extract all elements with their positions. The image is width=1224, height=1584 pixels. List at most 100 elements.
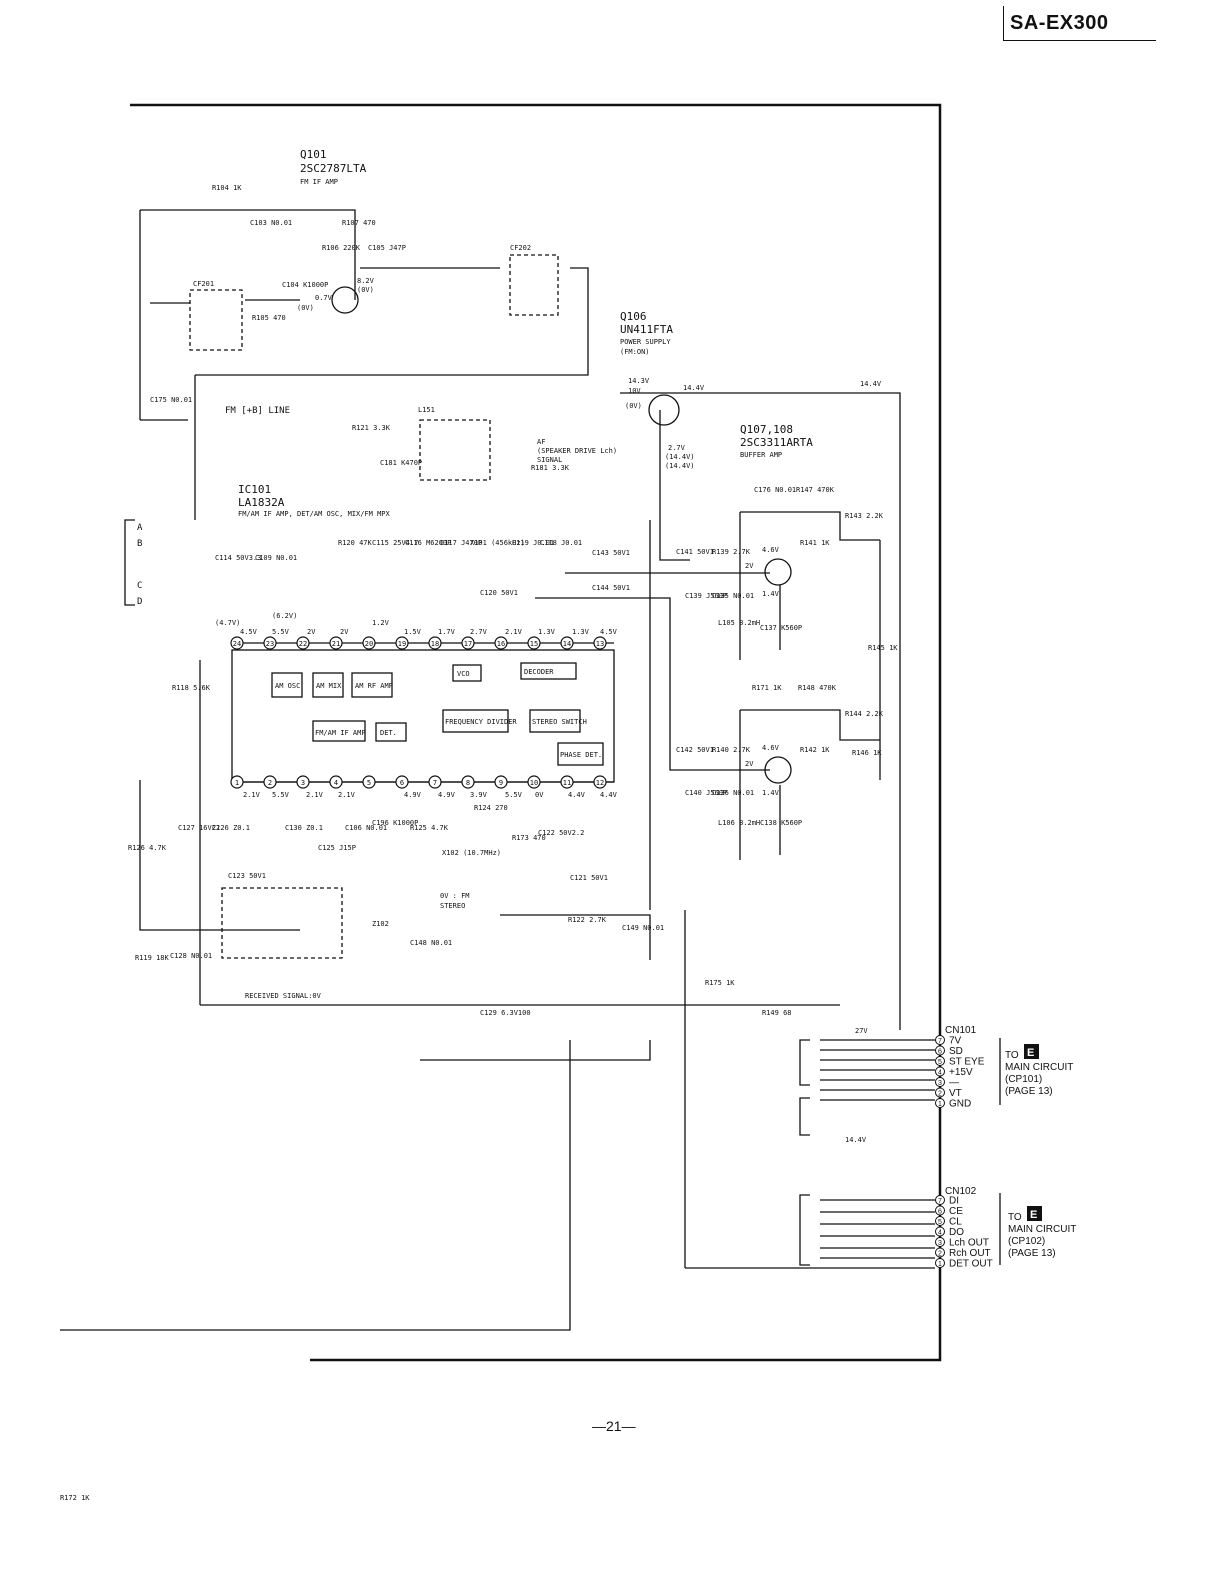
ic-pin-number: 19 [398,640,406,648]
ic-pin [461,636,475,650]
voltage-label: 4.4V [600,791,618,799]
component-label: R106 220K [322,244,361,252]
cn101-to: TO [1005,1050,1019,1061]
board-e-box [1024,1044,1039,1059]
voltage-label: 4.6V [762,546,780,554]
component-label: C115 25V4.7 [372,539,418,547]
connector-pin-number: 7 [938,1198,942,1205]
ic-pin [593,636,607,650]
connector-pin [935,1056,945,1066]
af-note-2: (SPEAKER DRIVE Lch) [537,447,617,455]
ic-pin-number: 16 [497,640,505,648]
stereo-note-1: 0V : FM [440,892,470,900]
connector-pin [935,1098,945,1108]
q101-ref: Q101 [300,148,327,161]
component-label: R171 1K [752,684,782,692]
component-label: C123 50V1 [228,872,266,880]
voltage-label: 2V [307,628,316,636]
component-label: R140 2.7K [712,746,751,754]
ic-pin [428,636,442,650]
component-label: R126 4.7K [128,844,167,852]
connector-pin-number: 1 [938,1101,942,1108]
component-label: C139 J560P [685,592,727,600]
component-label: CF201 [193,280,214,288]
component-label: Z102 [372,920,389,928]
component-label: C175 N0.01 [150,396,192,404]
bus-letter: C [137,581,142,591]
ic-pin [329,775,343,789]
component-label: C104 K1000P [282,281,328,289]
voltage-label: 4.5V [600,628,618,636]
component-label: C140 J560P [685,789,727,797]
connector-pin-label: — [949,1078,959,1089]
component-label: R104 1K [212,184,242,192]
fm-line-label: FM [+B] LINE [225,406,290,416]
block-am-mix: AM MIX [316,682,342,690]
connector-pin [935,1247,945,1258]
ic101-part: LA1832A [238,496,285,509]
voltage-label: 2.7V [668,444,686,452]
cn101-line2: (CP101) [1005,1074,1042,1085]
cn101-destination: TO E MAIN CIRCUIT (CP101) (PAGE 13) [1005,1044,1073,1097]
ic-pin [230,775,244,789]
connector-pin-label: Lch OUT [949,1238,989,1249]
q106-desc1: POWER SUPPLY [620,338,671,346]
cn102-destination: TO E MAIN CIRCUIT (CP102) (PAGE 13) [1008,1206,1076,1259]
component-label: R181 3.3K [531,464,570,472]
voltage-label: (0V) [297,304,314,312]
cn102-to: TO [1008,1212,1022,1223]
component-label: R107 470 [342,219,376,227]
voltage-label: 14.4V [845,1136,867,1144]
voltage-label: 1.3V [538,628,556,636]
connector-pin-label: CE [949,1206,963,1217]
connector-pin-label: DET OUT [949,1259,993,1270]
component-label: C120 50V1 [480,589,518,597]
component-label: C148 N0.01 [410,939,452,947]
received-signal-note: RECEIVED SIGNAL:0V [245,992,322,1000]
connector-pin-number: 2 [938,1091,942,1098]
ic-pin-number: 13 [596,640,604,648]
connector-pin-label: DO [949,1227,964,1238]
ic-pin [296,775,310,789]
component-label: L105 8.2mH [718,619,760,627]
connector-pin-number: 3 [938,1240,942,1247]
ic-pin [395,775,409,789]
ic-pin-number: 5 [367,779,371,787]
voltage-label: 14.4V [860,380,882,388]
component-label: C137 K560P [760,624,802,632]
ic-pin [428,775,442,789]
cn102-ref: CN102 [945,1186,977,1197]
connector-pin [935,1045,945,1056]
ic-pin [362,636,376,650]
ic-pin-number: 24 [233,640,241,648]
ic-pin [362,775,376,789]
connector-pin-label: ST EYE [949,1057,985,1068]
block-am-osc: AM OSC [275,682,300,690]
model-number: SA-EX300 [1010,12,1109,34]
ic101-ref: IC101 [238,483,271,496]
connector-pin-label: VT [949,1088,962,1099]
block-freq-div: FREQUENCY DIVIDER [445,718,517,726]
voltage-label: 1.4V [762,789,780,797]
block-decoder: DECODER [524,668,554,676]
connector-pin-number: 5 [938,1059,942,1066]
ic-pin-number: 23 [266,640,274,648]
component-label: R143 2.2K [845,512,884,520]
voltage-label: (0V) [357,286,374,294]
component-label: C125 J15P [318,844,356,852]
ic-pin-number: 17 [464,640,472,648]
component-label: R118 5.6K [172,684,211,692]
connector-pin [935,1195,945,1205]
cn101-ref: CN101 [945,1025,977,1036]
component-label: C116 M6200P [405,539,451,547]
ic-pin [329,636,343,650]
connector-pin-number: 6 [938,1209,942,1216]
component-label: C142 50V1 [676,746,714,754]
ic-pin-number: 8 [466,779,470,787]
connector-pin-number: 4 [938,1070,942,1077]
voltage-label: 1.4V [762,590,780,598]
